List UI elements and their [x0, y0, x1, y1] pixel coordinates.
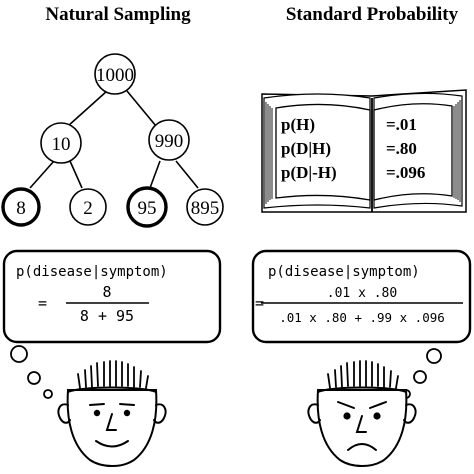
book-value-p-d-given-h: =.80 [386, 139, 417, 158]
tree-node-disease-label: 10 [52, 134, 71, 155]
natural-sampling-header: Natural Sampling [45, 4, 191, 25]
book-icon [261, 89, 467, 213]
tree-edge [149, 160, 161, 189]
left-formula-title: p(disease|symptom) [16, 264, 168, 280]
book-value-p-h: =.01 [386, 115, 417, 134]
tree-edge [29, 160, 55, 189]
tree-node-no-disease-label: 990 [155, 131, 184, 152]
tree-node-disease [40, 122, 82, 164]
tree-leaf-false-positive [126, 186, 168, 228]
thought-dot [10, 345, 28, 363]
thought-dot [27, 371, 41, 385]
tree-edge [126, 90, 157, 127]
tree-leaf-true-positive-label: 8 [16, 198, 26, 219]
frequency-tree [1, 53, 224, 228]
left-formula-denominator: 8 + 95 [80, 307, 134, 325]
tree-leaf-true-positive [1, 187, 41, 227]
left-thought-bubble [2, 249, 222, 399]
tree-edge [175, 160, 199, 189]
right-formula-numerator: .01 x .80 [327, 286, 397, 301]
thought-dot [426, 348, 442, 364]
tree-edge [69, 160, 83, 189]
standard-probability-header: Standard Probability [286, 4, 459, 25]
book-value-p-d-given-not-h: =.096 [386, 163, 425, 182]
tree-node-no-disease [148, 119, 190, 161]
right-thought-bubble [251, 249, 472, 399]
thought-dot [413, 370, 427, 384]
right-formula-equals: = [255, 294, 264, 312]
book-label-p-d-given-not-h: p(D|-H) [281, 163, 337, 182]
thought-dot [43, 389, 53, 399]
tree-leaf-true-negative-label: 895 [191, 198, 220, 219]
left-formula-numerator: 8 [102, 283, 111, 301]
book-label-p-d-given-h: p(D|H) [281, 139, 331, 158]
tree-leaf-false-positive-label: 95 [138, 198, 157, 219]
tree-node-root [94, 53, 136, 95]
tree-leaf-false-negative [69, 188, 107, 226]
tree-node-root-label: 1000 [96, 65, 134, 86]
left-formula-equals: = [38, 294, 47, 312]
happy-face-icon [57, 360, 167, 467]
tree-leaf-true-negative [186, 188, 224, 226]
worried-face-icon [307, 360, 417, 467]
tree-edge [67, 90, 108, 127]
right-formula-denominator: .01 x .80 + .99 x .096 [279, 310, 445, 325]
tree-leaf-false-negative-label: 2 [83, 198, 93, 219]
book-label-p-h: p(H) [281, 115, 315, 134]
right-formula-title: p(disease|symptom) [268, 264, 420, 280]
